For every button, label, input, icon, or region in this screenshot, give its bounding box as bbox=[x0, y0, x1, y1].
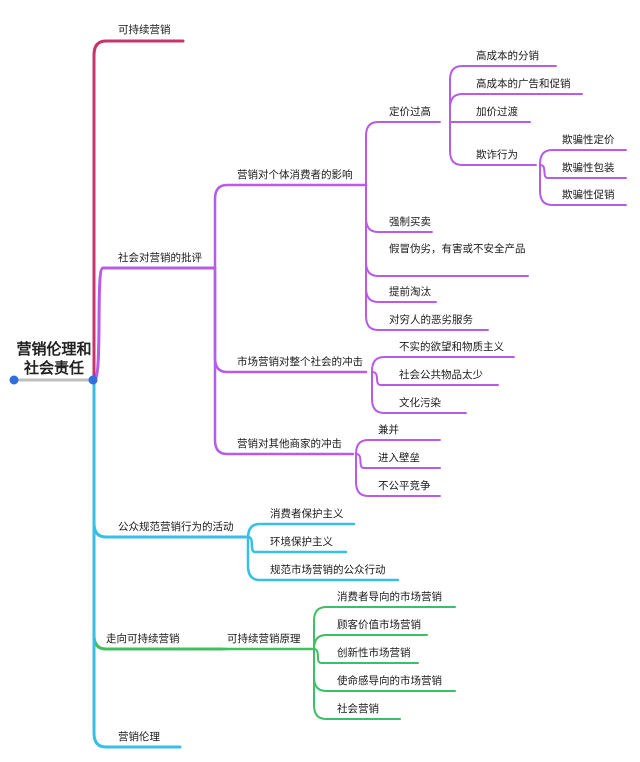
root-topic-line1: 营销伦理和 bbox=[16, 340, 92, 358]
topic-social-goods[interactable]: 社会公共物品太少 bbox=[399, 369, 483, 381]
topic-deceptive-promotion[interactable]: 欺骗性促销 bbox=[562, 189, 615, 201]
edge-dec-price bbox=[539, 149, 627, 166]
topic-customer-value[interactable]: 顾客价值市场营销 bbox=[337, 619, 421, 631]
edge-high-prices bbox=[365, 121, 441, 186]
topic-unfair-competition[interactable]: 不公平竞争 bbox=[378, 480, 431, 492]
topic-innovative[interactable]: 创新性市场营销 bbox=[337, 647, 411, 659]
root-left-dot[interactable] bbox=[9, 375, 19, 385]
topic-cultural-pollution[interactable]: 文化污染 bbox=[399, 397, 441, 409]
topic-deceptive-practices[interactable]: 欺诈行为 bbox=[476, 149, 518, 161]
topic-deceptive-pricing[interactable]: 欺骗性定价 bbox=[562, 134, 615, 146]
edge-toward bbox=[92, 378, 224, 651]
edge-consumers bbox=[213, 183, 368, 270]
root-topic-line2: 社会责任 bbox=[23, 359, 84, 377]
topic-false-wants[interactable]: 不实的欲望和物质主义 bbox=[399, 341, 504, 353]
topic-consumer-oriented[interactable]: 消费者导向的市场营销 bbox=[337, 591, 442, 603]
topic-social-criticism[interactable]: 社会对营销的批评 bbox=[118, 252, 202, 264]
edge-innov bbox=[313, 648, 419, 664]
topic-societal-marketing[interactable]: 社会营销 bbox=[337, 703, 379, 715]
root-right-dot[interactable] bbox=[88, 375, 98, 385]
root-topic[interactable]: 营销伦理和 社会责任 bbox=[14, 340, 94, 378]
edge-sustainable bbox=[92, 39, 185, 382]
edge-barriers bbox=[355, 453, 441, 469]
topic-impact-society[interactable]: 市场营销对整个社会的冲击 bbox=[237, 356, 363, 368]
edge-poor-service bbox=[365, 184, 489, 331]
topic-acquisitions[interactable]: 兼并 bbox=[378, 424, 399, 436]
edge-ethics bbox=[92, 378, 182, 749]
topic-toward-sustainable[interactable]: 走向可持续营销 bbox=[106, 633, 180, 645]
edge-dist bbox=[449, 65, 557, 123]
edge-businesses bbox=[213, 266, 355, 456]
edge-unfair bbox=[355, 453, 441, 497]
edge-criticism bbox=[92, 266, 217, 382]
topic-consumerism[interactable]: 消费者保护主义 bbox=[270, 508, 344, 520]
topic-marketing-ethics[interactable]: 营销伦理 bbox=[118, 731, 160, 743]
topic-sustainable-principles[interactable]: 可持续营销原理 bbox=[227, 633, 301, 645]
topic-high-prices[interactable]: 定价过高 bbox=[389, 106, 431, 118]
topic-sustainable-marketing[interactable]: 可持续营销 bbox=[118, 24, 171, 36]
edge-cust-value bbox=[313, 634, 428, 650]
topic-planned-obsolescence[interactable]: 提前淘汰 bbox=[389, 286, 431, 298]
edge-env bbox=[246, 535, 348, 554]
topic-public-actions[interactable]: 公众规范营销行为的活动 bbox=[118, 521, 234, 533]
edge-cultural bbox=[371, 371, 467, 414]
edge-shoddy bbox=[365, 184, 529, 277]
topic-impact-consumers[interactable]: 营销对个体消费者的影响 bbox=[237, 169, 353, 181]
edge-false-wants bbox=[371, 356, 515, 373]
topic-entry-barriers[interactable]: 进入壁垒 bbox=[378, 452, 420, 464]
topic-deceptive-packaging[interactable]: 欺骗性包装 bbox=[562, 162, 615, 174]
edge-pubreg bbox=[246, 535, 400, 582]
topic-environmentalism[interactable]: 环境保护主义 bbox=[270, 536, 333, 548]
topic-public-regulation[interactable]: 规范市场营销的公众行动 bbox=[270, 564, 386, 576]
edge-public bbox=[92, 378, 248, 539]
topic-impact-businesses[interactable]: 营销对其他商家的冲击 bbox=[237, 438, 342, 450]
topic-high-ad-costs[interactable]: 高成本的广告和促销 bbox=[476, 78, 571, 90]
edge-social-goods bbox=[371, 371, 499, 386]
edge-dec-pack bbox=[539, 164, 627, 179]
topic-excessive-markups[interactable]: 加价过渡 bbox=[476, 106, 518, 118]
topic-high-distribution-costs[interactable]: 高成本的分销 bbox=[476, 50, 539, 62]
edge-societal bbox=[313, 648, 401, 720]
edge-acq bbox=[355, 439, 441, 455]
topic-sense-of-mission[interactable]: 使命感导向的市场营销 bbox=[337, 675, 442, 687]
edge-ad bbox=[449, 93, 583, 123]
topic-shoddy-products[interactable]: 假冒伪劣，有害或不安全产品 bbox=[389, 243, 526, 255]
edge-consumer-oriented bbox=[313, 606, 456, 650]
topic-poor-service[interactable]: 对穷人的恶劣服务 bbox=[389, 314, 473, 326]
edge-deceit bbox=[449, 121, 537, 166]
topic-high-pressure-selling[interactable]: 强制买卖 bbox=[389, 216, 431, 228]
edge-dec-promo bbox=[539, 164, 627, 206]
